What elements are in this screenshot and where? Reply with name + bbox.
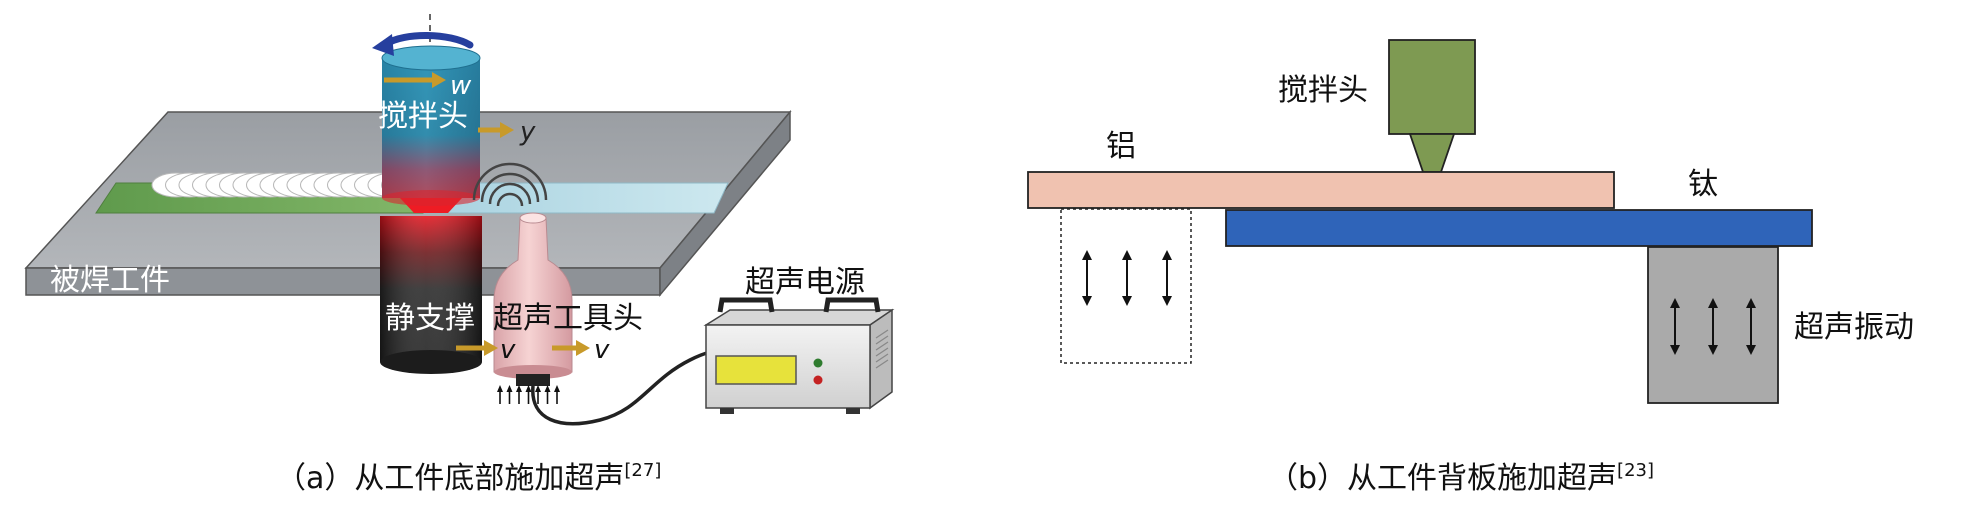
stir-tool-b (1388, 39, 1476, 173)
weld-ripples (151, 172, 430, 198)
caption-a-text: （a）从工件底部施加超声 (276, 461, 624, 496)
label-stir-head-a: 搅拌头 (378, 99, 468, 134)
label-v-right: v (594, 335, 610, 365)
label-stir-head-b: 搅拌头 (1278, 73, 1368, 108)
double-arrow-icon (1122, 250, 1132, 306)
double-arrow-icon (1162, 250, 1172, 306)
caption-b: （b）从工件背板施加超声[23] (1268, 460, 1654, 496)
upward-arrow-icon (525, 385, 532, 404)
ultrasonic-power-supply (703, 297, 895, 414)
caption-b-ref: [23] (1617, 460, 1654, 481)
upward-arrows (497, 385, 560, 404)
label-workpiece: 被焊工件 (50, 263, 170, 298)
label-ultrasonic-tool-head: 超声工具头 (493, 301, 643, 336)
panel-a: w y 搅拌头 静支撑 超声工具头 (24, 14, 895, 496)
double-arrow-icon (1082, 250, 1092, 306)
titanium-plate (1225, 209, 1813, 247)
upward-arrow-icon (506, 385, 513, 404)
label-aluminum: 铝 (1106, 129, 1136, 164)
aluminum-plate (1027, 171, 1615, 209)
label-v-left: v (500, 335, 516, 365)
label-y: y (519, 117, 536, 147)
rotation-arrow-icon (382, 32, 474, 49)
double-arrow-icon (1746, 298, 1756, 355)
stir-head-cylinder (381, 45, 481, 213)
upward-arrow-icon (535, 385, 541, 404)
caption-a: （a）从工件底部施加超声[27] (276, 460, 661, 496)
dotted-box-arrows (1082, 250, 1172, 306)
caption-a-ref: [27] (624, 460, 661, 481)
label-ultrasonic-power: 超声电源 (745, 265, 865, 300)
static-support-cylinder (380, 216, 482, 374)
v-arrowhead-right-icon (576, 340, 590, 356)
label-ultrasonic-vibration: 超声振动 (1794, 310, 1914, 345)
label-titanium: 钛 (1688, 167, 1718, 202)
double-arrow-icon (1670, 298, 1680, 355)
upward-arrow-icon (544, 385, 551, 404)
double-arrow-icon (1708, 298, 1718, 355)
panel-b: 搅拌头 铝 钛 超声振动 （b）从工件背板施加超声[23] (1027, 39, 1914, 496)
upward-arrow-icon (516, 385, 522, 404)
ultrasonic-horn (493, 212, 573, 386)
rotation-arrowhead-icon (372, 34, 394, 56)
label-w: w (450, 71, 472, 101)
w-arrowhead-icon (432, 72, 446, 88)
upward-arrow-icon (497, 385, 503, 404)
ultrasonic-wave-icon (472, 162, 548, 207)
v-arrowhead-left-icon (484, 340, 498, 356)
upward-arrow-icon (554, 385, 560, 404)
caption-b-text: （b）从工件背板施加超声 (1268, 461, 1617, 496)
vibration-block-arrows (1670, 298, 1756, 355)
label-static-support: 静支撑 (385, 301, 475, 336)
dotted-vibration-box (1060, 208, 1192, 364)
y-arrowhead-icon (500, 122, 514, 138)
